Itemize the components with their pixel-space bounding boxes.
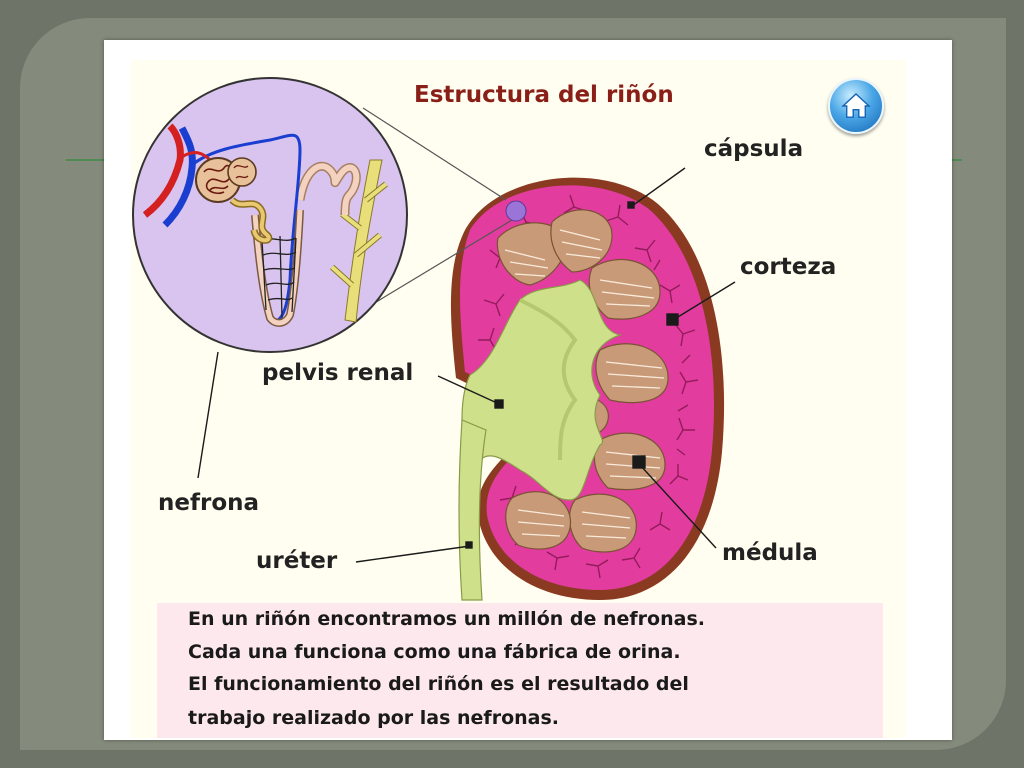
label-capsula: cápsula [704, 136, 804, 162]
ureter [458, 419, 487, 601]
info-line-2: Cada una funciona como una fábrica de or… [188, 641, 681, 663]
label-nefrona: nefrona [158, 490, 260, 516]
label-ureter: uréter [256, 548, 338, 574]
nephron-magnified-circle [132, 77, 408, 353]
label-medula: médula [722, 540, 818, 566]
info-line-1: En un riñón encontramos un millón de nef… [188, 608, 705, 630]
home-icon[interactable] [828, 78, 884, 134]
info-line-4: trabajo realizado por las nefronas. [188, 707, 560, 729]
info-line-3: El funcionamiento del riñón es el result… [188, 673, 689, 695]
diagram-title: Estructura del riñón [414, 82, 674, 108]
label-pelvis-renal: pelvis renal [262, 360, 414, 386]
label-corteza: corteza [740, 254, 837, 280]
nephron-illustration [142, 123, 388, 327]
info-box: En un riñón encontramos un millón de nef… [157, 603, 883, 738]
